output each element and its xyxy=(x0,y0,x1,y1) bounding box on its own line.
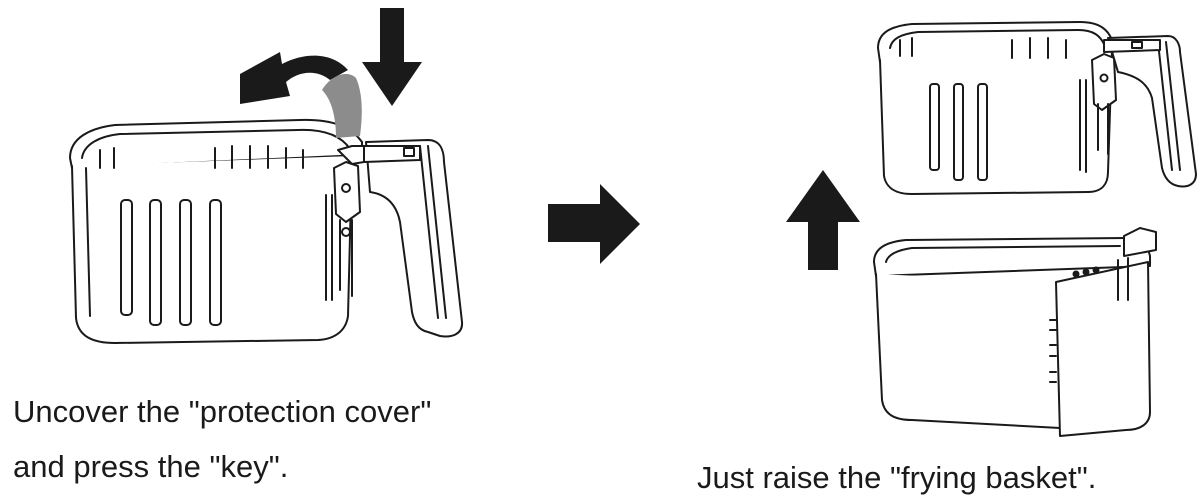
uncover-arrow-icon xyxy=(240,52,348,104)
press-down-arrow-icon xyxy=(362,8,422,106)
outer-pan-illustration xyxy=(873,227,1157,437)
next-step-arrow-icon xyxy=(548,184,640,264)
cover-motion-shading xyxy=(322,74,362,138)
raise-up-arrow-icon xyxy=(786,170,860,270)
step-two-caption: Just raise the "frying basket". xyxy=(697,460,1097,495)
raised-basket-illustration xyxy=(877,21,1197,195)
step-one-caption-line-2: and press the "key". xyxy=(13,449,289,484)
basket-with-handle-illustration xyxy=(69,118,464,344)
step-one-caption-line-1: Uncover the "protection cover" xyxy=(13,394,432,429)
